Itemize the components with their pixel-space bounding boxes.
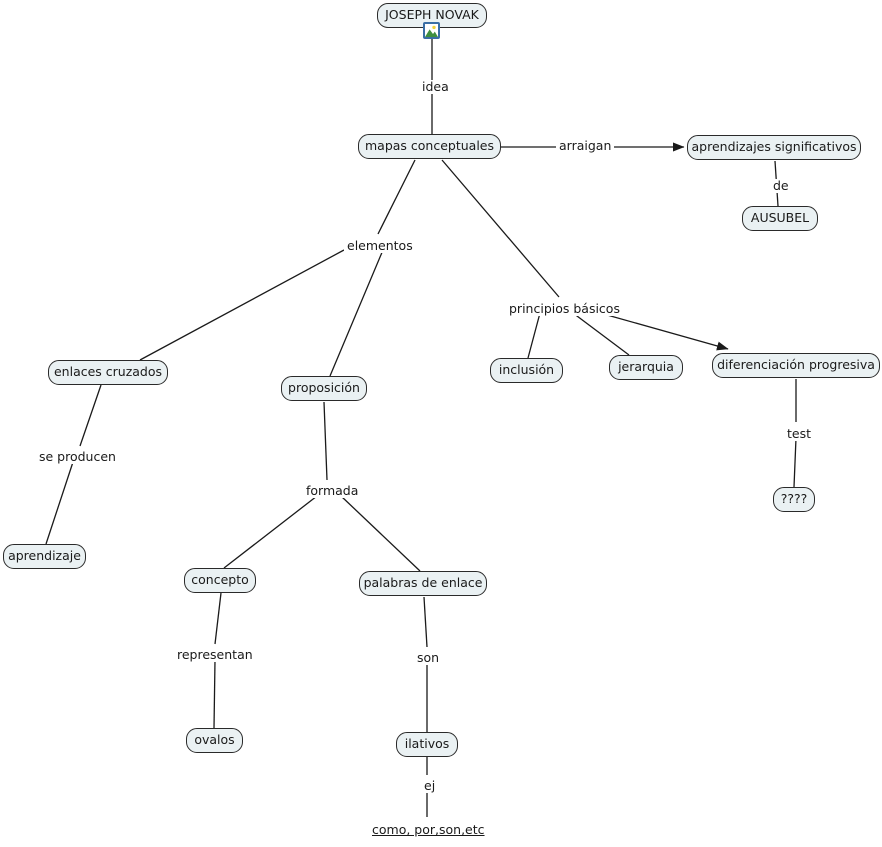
node-label: jerarquia [618,359,674,375]
node-aprendizaje[interactable]: aprendizaje [3,544,86,569]
node-label: proposición [288,380,360,396]
node-label: AUSUBEL [750,210,810,226]
edge-representan-to-ovalos [213,659,216,729]
edge-test-to-test-result [793,437,797,488]
node-label: ???? [780,491,808,507]
edge-principios-to-diferenciacion-progresiva [599,312,729,351]
node-label: JOSEPH NOVAK [385,7,479,23]
edge-mapas-conceptuales-to-elementos [377,159,416,235]
node-palabras-de-enlace[interactable]: palabras de enlace [359,571,487,596]
node-label: enlaces cruzados [53,364,163,380]
edge-label-se-producen[interactable]: se producen [36,450,119,464]
node-ausubel[interactable]: AUSUBEL [742,206,818,231]
node-concepto[interactable]: concepto [184,568,256,593]
node-label: aprendizaje [8,548,81,564]
node-mapas-conceptuales[interactable]: mapas conceptuales [358,134,501,159]
node-proposicion[interactable]: proposición [281,376,367,401]
edge-label-idea[interactable]: idea [419,80,452,94]
edge-enlaces-cruzados-to-se-producen [79,384,102,447]
edge-se-producen-to-aprendizaje [45,461,74,545]
edge-formada-to-palabras-de-enlace [340,495,421,572]
node-jerarquia[interactable]: jerarquia [609,355,683,380]
image-thumbnail-icon[interactable] [423,22,440,39]
edge-principios-to-inclusion [527,312,541,359]
node-label: ovalos [194,732,235,748]
edge-label-elementos[interactable]: elementos [344,239,416,253]
edge-label-son[interactable]: son [414,651,443,665]
node-aprendizajes-significativos[interactable]: aprendizajes significativos [687,135,861,160]
node-label: inclusión [498,362,555,378]
edge-elementos-to-enlaces-cruzados [139,249,345,361]
edge-label-formada[interactable]: formada [303,484,362,498]
edge-proposicion-to-formada [323,401,328,481]
node-diferenciacion-progresiva[interactable]: diferenciación progresiva [712,353,880,378]
node-label: palabras de enlace [363,575,483,591]
node-label: mapas conceptuales [364,138,495,154]
edge-label-representan[interactable]: representan [174,648,256,662]
node-label: aprendizajes significativos [691,139,857,155]
edge-palabras-de-enlace-to-son [423,596,428,648]
node-label: concepto [191,572,249,588]
node-ilativos[interactable]: ilativos [396,732,458,757]
node-label: diferenciación progresiva [717,357,875,373]
edge-label-de[interactable]: de [770,179,792,193]
node-enlaces-cruzados[interactable]: enlaces cruzados [48,360,168,385]
node-inclusion[interactable]: inclusión [490,358,563,383]
node-test-result[interactable]: ???? [773,487,815,512]
edge-formada-to-concepto [223,495,318,569]
edge-concepto-to-representan [214,592,222,645]
edge-elementos-to-proposicion [329,249,384,377]
edge-principios-to-jerarquia [572,312,630,356]
edge-mapas-conceptuales-to-principios [441,159,560,298]
edge-label-principios[interactable]: principios básicos [506,302,623,316]
edge-label-arraigan[interactable]: arraigan [556,139,615,153]
node-ovalos[interactable]: ovalos [186,728,243,753]
free-text-ejemplos[interactable]: como, por,son,etc [372,822,485,837]
node-label: ilativos [404,736,450,752]
edge-label-test[interactable]: test [784,427,815,441]
edge-label-ej[interactable]: ej [421,779,439,793]
